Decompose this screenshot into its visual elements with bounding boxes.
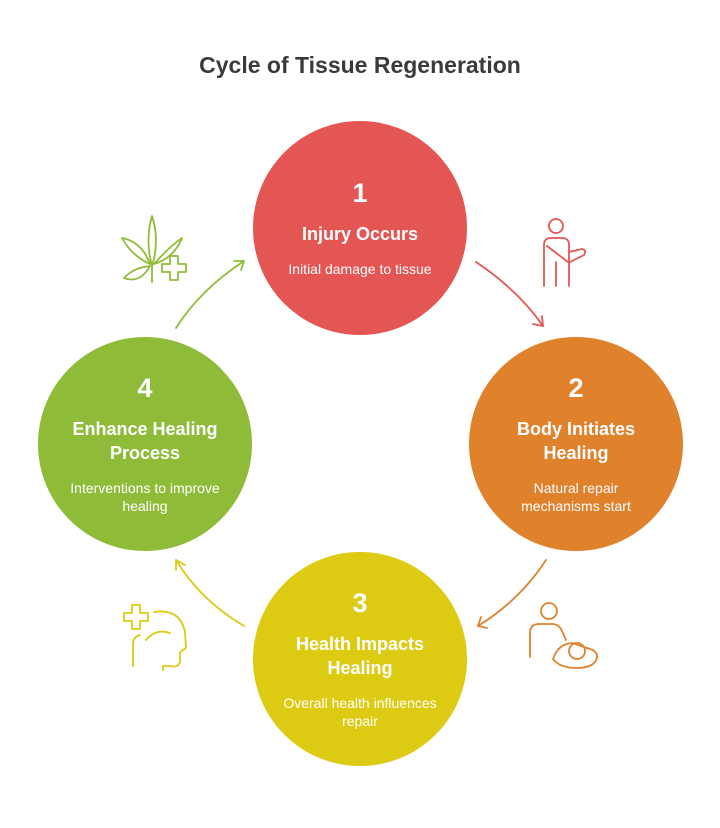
arrow-3-to-4: [175, 559, 245, 627]
arrow-4-to-1: [175, 260, 245, 329]
diagram-title: Cycle of Tissue Regeneration: [199, 52, 521, 78]
step-description: Overall health influences repair: [283, 695, 437, 729]
injured-person-icon: [543, 218, 587, 287]
step-number: 1: [352, 178, 368, 208]
step-heading: Injury Occurs: [301, 224, 419, 244]
step-4-enhance-circle: 4 Enhance Healing Process Interventions …: [38, 337, 252, 551]
arrow-1-to-2: [475, 261, 544, 327]
arrow-2-to-3: [477, 559, 547, 629]
step-1-injury-circle: 1 Injury Occurs Initial damage to tissue: [253, 121, 467, 335]
step-description: Natural repair mechanisms start: [521, 480, 631, 514]
herbal-medicine-icon: [121, 215, 187, 283]
step-number: 4: [137, 373, 153, 403]
step-number: 3: [352, 588, 368, 618]
step-heading: Health Impacts Healing: [295, 634, 425, 678]
step-description: Interventions to improve healing: [70, 480, 220, 514]
caregiver-icon: [529, 602, 598, 669]
step-heading: Enhance Healing Process: [72, 419, 218, 463]
step-heading: Body Initiates Healing: [516, 419, 636, 463]
step-2-healing-circle: 2 Body Initiates Healing Natural repair …: [469, 337, 683, 551]
step-3-health-circle: 3 Health Impacts Healing Overall health …: [253, 552, 467, 766]
health-mind-icon: [123, 604, 187, 671]
step-number: 2: [568, 373, 584, 403]
step-description: Initial damage to tissue: [288, 261, 432, 277]
